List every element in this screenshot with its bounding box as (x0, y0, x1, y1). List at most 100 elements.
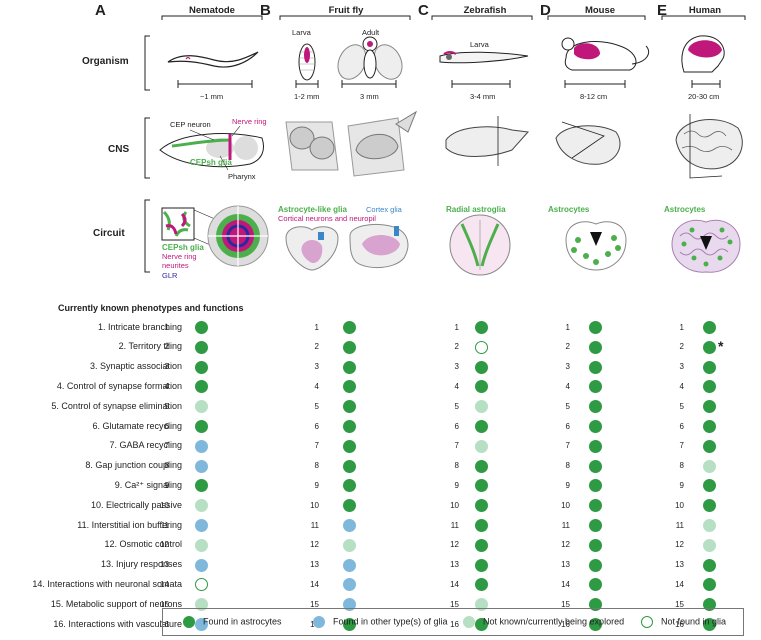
scale-bar-nematode (177, 80, 253, 88)
mouse-icon (561, 37, 650, 71)
phenotype-dot-mouse (589, 479, 602, 493)
legend-label-found-astrocytes: Found in astrocytes (203, 616, 282, 627)
phenotype-dot-human (703, 499, 716, 513)
phenotype-dot-nematode (195, 618, 208, 631)
phenotype-dot-mouse (589, 519, 602, 532)
phenotype-dot-nematode (195, 380, 208, 394)
species-zebrafish: Zebrafish (463, 5, 507, 16)
phenotype-label: 10. Electrically passive (90, 499, 182, 510)
row-number-zebrafish: 4 (454, 381, 459, 391)
fly-adult-circuit (349, 223, 409, 268)
panel-letter-c: C (418, 2, 429, 19)
row-number-mouse: 16 (561, 619, 570, 629)
phenotype-dot-human (703, 479, 716, 493)
label-pharynx: Pharynx (228, 172, 256, 181)
row-number-zebrafish: 7 (454, 441, 459, 451)
row-number-fly: 13 (310, 560, 319, 570)
phenotype-dot-fly (343, 578, 356, 592)
row-number-fly: 6 (314, 421, 319, 431)
phenotype-dot-fly (343, 558, 356, 572)
phenotype-label: 14. Interactions with neuronal somata (32, 578, 182, 589)
bracket-nematode (161, 15, 263, 20)
phenotype-dot-nematode (195, 538, 208, 552)
row-number-fly: 10 (310, 500, 319, 510)
row-number-human: 14 (675, 579, 684, 589)
legend-dot-found-astrocytes (183, 616, 195, 628)
row-number-nematode: 13 (160, 560, 169, 570)
scale-bar-larva (295, 80, 319, 88)
phenotype-dot-zebrafish (475, 360, 488, 374)
label-nerve-ring: Nerve ring (232, 117, 267, 126)
panel-letter-d: D (540, 2, 551, 19)
legend-found-astrocytes: Found in astrocytes (183, 616, 282, 628)
phenotype-dot-fly (343, 618, 356, 631)
legend-not-found: Not found in glia (641, 616, 726, 628)
phenotype-dot-mouse (589, 618, 602, 631)
row-number-nematode: 14 (160, 579, 169, 589)
phenotype-dot-nematode (195, 499, 208, 513)
phenotype-dot-mouse (589, 499, 602, 513)
row-number-fly: 7 (314, 441, 319, 451)
row-number-mouse: 2 (565, 342, 570, 352)
phenotype-dot-zebrafish (475, 321, 488, 334)
species-mouse: Mouse (584, 5, 616, 16)
stage-larva-fly: Larva (292, 28, 311, 37)
scale-bar-adult (341, 80, 397, 88)
phenotype-label: 15. Metabolic support of neurons (50, 598, 182, 609)
row-number-fly: 14 (310, 579, 319, 589)
row-number-fly: 8 (314, 461, 319, 471)
phenotype-dot-zebrafish (475, 598, 488, 612)
illustrations (144, 15, 746, 276)
row-number-zebrafish: 5 (454, 401, 459, 411)
row-number-zebrafish: 6 (454, 421, 459, 431)
row-number-human: 13 (675, 560, 684, 570)
fly-larva-icon (298, 43, 316, 81)
row-number-nematode: 7 (164, 441, 169, 451)
phenotype-dot-fly (343, 380, 356, 394)
row-number-nematode: 4 (164, 381, 169, 391)
row-label-cns: CNS (108, 144, 130, 155)
row-number-mouse: 15 (561, 599, 570, 609)
phenotype-dot-fly (343, 598, 356, 612)
phenotype-dot-fly (343, 459, 356, 473)
phenotype-dot-human (703, 618, 716, 631)
phenotype-dot-fly (343, 499, 356, 513)
panel-letter-a: A (95, 2, 106, 19)
zebrafish-circuit (449, 214, 511, 276)
phenotype-dot-nematode (195, 479, 208, 493)
row-number-zebrafish: 3 (454, 362, 459, 372)
row-number-mouse: 3 (565, 362, 570, 372)
phenotype-dot-human (703, 558, 716, 572)
row-number-mouse: 4 (565, 381, 570, 391)
panel-letter-e: E (657, 2, 668, 19)
row-number-mouse: 10 (561, 500, 570, 510)
bracket-human (661, 15, 746, 20)
phenotype-dot-fly (343, 321, 356, 334)
bracket-organism (144, 35, 150, 91)
phenotype-dot-mouse (589, 578, 602, 592)
phenotype-dot-human (703, 360, 716, 374)
phenotype-dot-fly (343, 519, 356, 532)
panel-letter-b: B (260, 2, 271, 19)
phenotype-dot-mouse (589, 360, 602, 374)
phenotype-label: 1. Intricate branching (97, 321, 182, 332)
row-number-human: 1 (679, 322, 684, 332)
species-human: Human (688, 5, 722, 16)
row-number-zebrafish: 10 (450, 500, 459, 510)
legend-label-not-found: Not found in glia (661, 616, 727, 627)
phenotypes-header: Currently known phenotypes and functions (58, 303, 244, 313)
phenotype-dot-human (703, 380, 716, 394)
nematode-worm-icon (167, 51, 259, 68)
scale-nematode: ~1 mm (200, 92, 224, 101)
row-number-nematode: 8 (164, 461, 169, 471)
bracket-zebrafish (431, 15, 533, 20)
phenotype-dot-nematode (195, 400, 208, 414)
phenotype-dot-mouse (589, 380, 602, 394)
mouse-cns-icon (555, 121, 621, 165)
phenotype-dot-nematode (195, 340, 208, 354)
row-number-mouse: 9 (565, 480, 570, 490)
phenotype-dot-zebrafish (475, 499, 488, 513)
phenotype-label: 12. Osmotic control (104, 539, 182, 550)
phenotype-dot-human (703, 439, 716, 453)
phenotype-dot-mouse (589, 321, 602, 334)
